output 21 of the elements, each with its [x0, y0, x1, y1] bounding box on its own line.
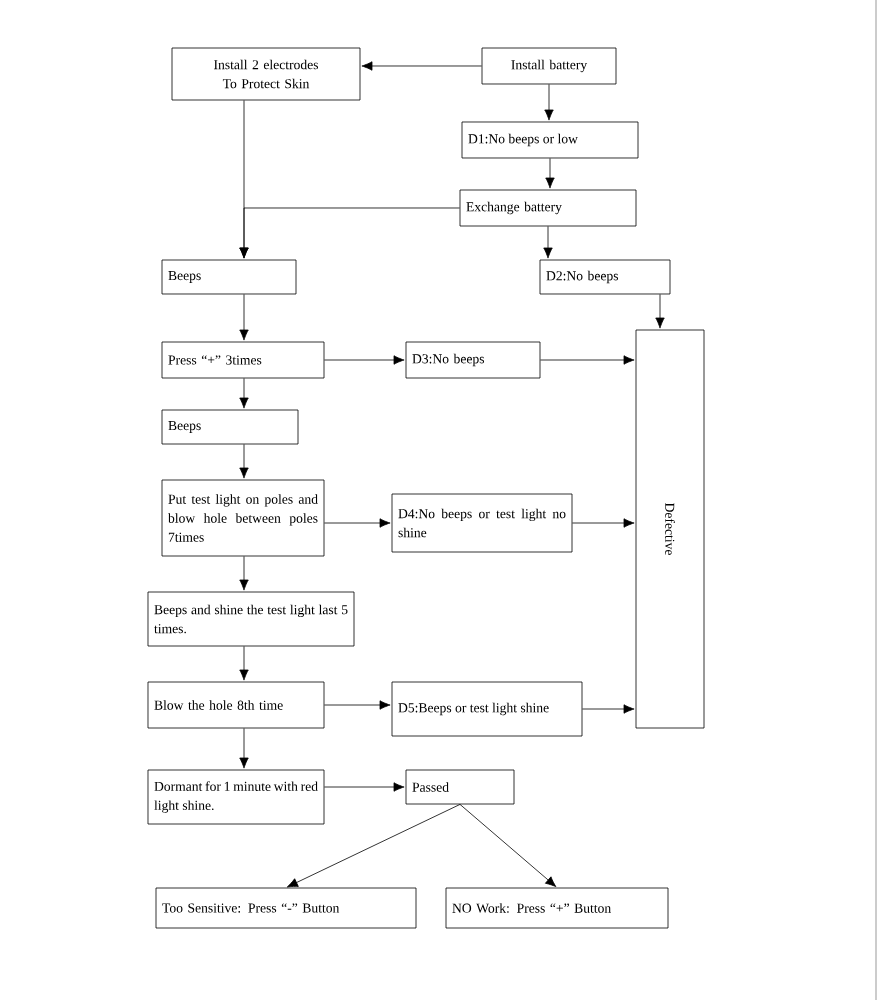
- arrow: [239, 294, 249, 341]
- arrow: [239, 728, 249, 769]
- arrow: [239, 378, 249, 409]
- arrow: [545, 158, 555, 189]
- arrow: [239, 444, 249, 479]
- arrow: [361, 61, 482, 71]
- arrow: [544, 84, 554, 121]
- arrow: [324, 782, 405, 792]
- arrow: [655, 294, 665, 329]
- arrow: [239, 100, 249, 259]
- arrow: [582, 704, 635, 714]
- arrow: [239, 646, 249, 681]
- arrow: [540, 355, 635, 365]
- arrow: [572, 518, 635, 528]
- arrow: [324, 355, 405, 365]
- arrow: [239, 556, 249, 591]
- arrow: [459, 804, 557, 888]
- arrow: [286, 804, 461, 888]
- arrow: [324, 518, 391, 528]
- arrow: [543, 226, 553, 259]
- arrow: [324, 700, 391, 710]
